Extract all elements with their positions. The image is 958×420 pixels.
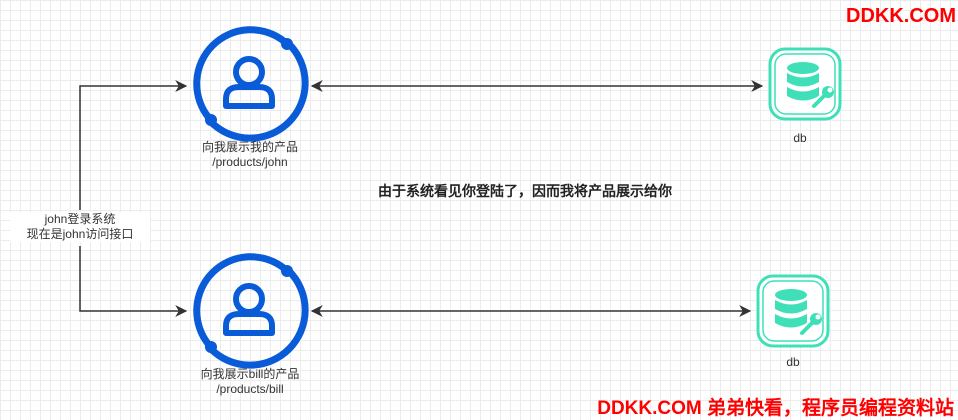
user-top-label-line2: /products/john bbox=[212, 155, 288, 169]
user-bottom-label-line1: 向我展示bill的产品 bbox=[200, 367, 300, 381]
user-top-label: 向我展示我的产品 /products/john bbox=[170, 140, 330, 170]
login-label-line1: john登录系统 bbox=[44, 212, 116, 226]
database-wrench-icon bbox=[756, 274, 830, 348]
watermark-bottom: DDKK.COM 弟弟快看，程序员编程资料站 bbox=[597, 398, 954, 419]
user-bottom-label-line2: /products/bill bbox=[216, 382, 284, 396]
annotation-text: 由于系统看见你登陆了，因而我将产品展示给你 bbox=[378, 183, 672, 199]
user-icon bbox=[193, 26, 309, 142]
user-icon bbox=[193, 253, 309, 369]
user-top-label-line1: 向我展示我的产品 bbox=[201, 140, 298, 154]
login-label: john登录系统 现在是john访问接口 bbox=[10, 212, 150, 242]
db-bottom-label: db bbox=[786, 355, 800, 369]
database-wrench-icon bbox=[768, 47, 842, 121]
watermark-top: DDKK.COM bbox=[846, 5, 956, 27]
login-branch-connector bbox=[79, 80, 188, 317]
login-label-line2: 现在是john访问接口 bbox=[26, 227, 134, 241]
db-top-label: db bbox=[793, 131, 807, 145]
user-bottom-label: 向我展示bill的产品 /products/bill bbox=[170, 367, 330, 397]
